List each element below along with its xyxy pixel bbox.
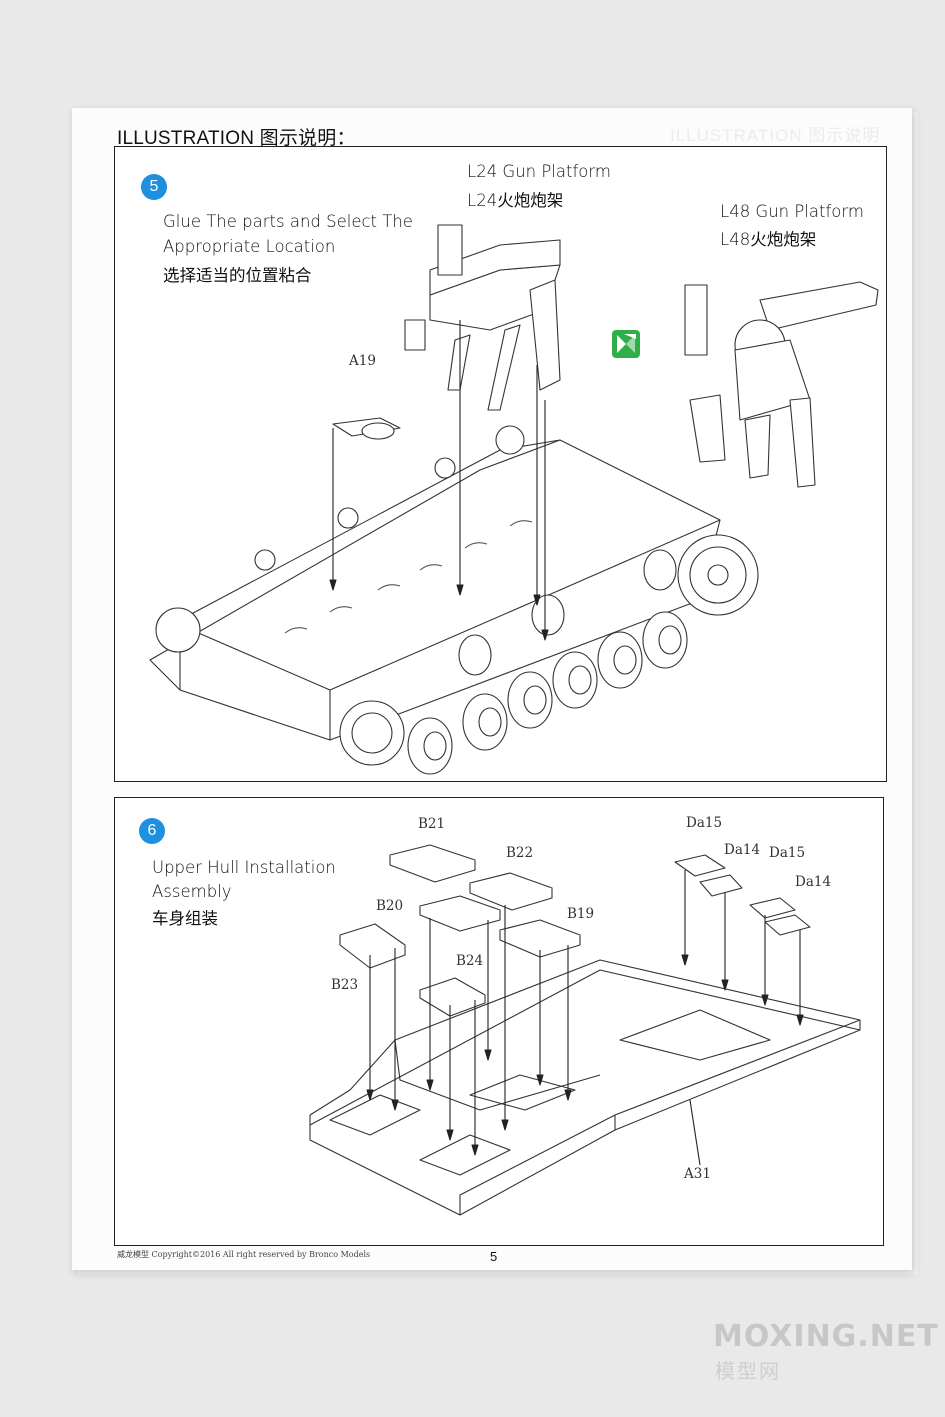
upper-hull-drawing (309, 959, 861, 1216)
step-5-instruction-en-2: Appropriate Location (163, 237, 336, 256)
part-label-b19: B19 (567, 906, 595, 922)
part-label-da15-left: Da15 (686, 815, 723, 831)
site-watermark-en: MOXING.NET (713, 1319, 939, 1354)
l48-option-label-en: L48 Gun Platform (720, 202, 864, 221)
step-5-badge: 5 (141, 174, 167, 200)
part-label-da14-right: Da14 (795, 874, 832, 890)
step-5-instruction-cn: 选择适当的位置粘合 (163, 266, 312, 285)
step-6-instruction-en-1: Upper Hull Installation (152, 858, 336, 877)
l24-option-label-en: L24 Gun Platform (467, 162, 611, 181)
part-label-b23: B23 (331, 977, 359, 993)
step-6-instruction-en-2: Assembly (152, 882, 232, 901)
part-label-b22: B22 (506, 845, 534, 861)
site-watermark-cn: 模型网 (715, 1359, 781, 1383)
copyright-footer: 威龙模型 Copyright©2016 All right reserved b… (117, 1250, 371, 1259)
l24-option-label-cn: L24火炮炮架 (467, 191, 564, 210)
tank-chassis-drawing (149, 425, 759, 775)
step-6-instruction-cn: 车身组装 (152, 909, 218, 928)
page-number: 5 (490, 1249, 498, 1264)
step-5-instruction-en-1: Glue The parts and Select The (163, 212, 413, 231)
l24-gun-platform-drawing (404, 224, 561, 411)
part-label-b21: B21 (418, 816, 446, 832)
l48-gun-platform-drawing (684, 281, 879, 488)
step-6-badge: 6 (139, 818, 165, 844)
part-label-da14-left: Da14 (724, 842, 761, 858)
page-title: ILLUSTRATION 图示说明： (117, 128, 356, 149)
alternative-choice-icon (612, 330, 640, 358)
bleed-through-text: ILLUSTRATION 图示说明 (670, 126, 881, 145)
part-label-a31: A31 (684, 1166, 711, 1182)
part-label-b20: B20 (376, 898, 404, 914)
part-label-a19: A19 (349, 353, 376, 369)
part-a19-drawing (332, 417, 401, 440)
part-label-b24: B24 (456, 953, 484, 969)
l48-option-label-cn: L48火炮炮架 (720, 230, 817, 249)
part-label-da15-right: Da15 (769, 845, 806, 861)
